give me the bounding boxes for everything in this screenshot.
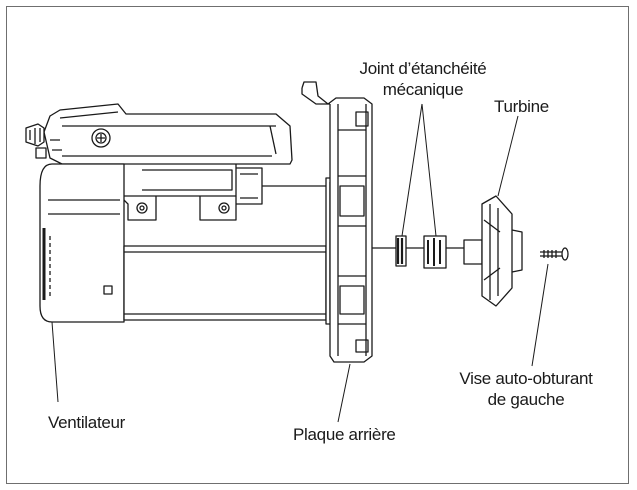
mechanical-seal (395, 235, 447, 269)
seal-leader-2 (421, 103, 437, 237)
leader-lines (51, 103, 549, 423)
screw-label-line1: Vise auto-obturant (459, 369, 593, 388)
fan-cover (39, 163, 125, 323)
motor-mounting-feet (119, 164, 263, 221)
fan-leader (51, 321, 59, 403)
control-box (25, 103, 293, 165)
mechanical-seal-label: Joint d’étanchéité mécanique (342, 58, 504, 100)
mechanical-seal-label-line2: mécanique (382, 80, 464, 99)
screw-label: Vise auto-obturant de gauche (432, 368, 620, 410)
screw-label-line2: de gauche (487, 390, 565, 409)
mechanical-seal-label-line1: Joint d’étanchéité (359, 59, 487, 78)
diagram-frame (6, 6, 629, 484)
impeller-label: Turbine (494, 97, 549, 116)
screw-leader (531, 263, 549, 367)
impeller-leader (497, 115, 519, 197)
back-plate (301, 81, 373, 363)
motor (25, 103, 337, 325)
back-plate-label: Plaque arrière (293, 425, 396, 444)
back-plate-leader (337, 363, 351, 423)
fan-label: Ventilateur (48, 413, 126, 432)
impeller (463, 195, 523, 307)
self-locking-screw (540, 247, 569, 261)
seal-leader-1 (401, 103, 423, 237)
